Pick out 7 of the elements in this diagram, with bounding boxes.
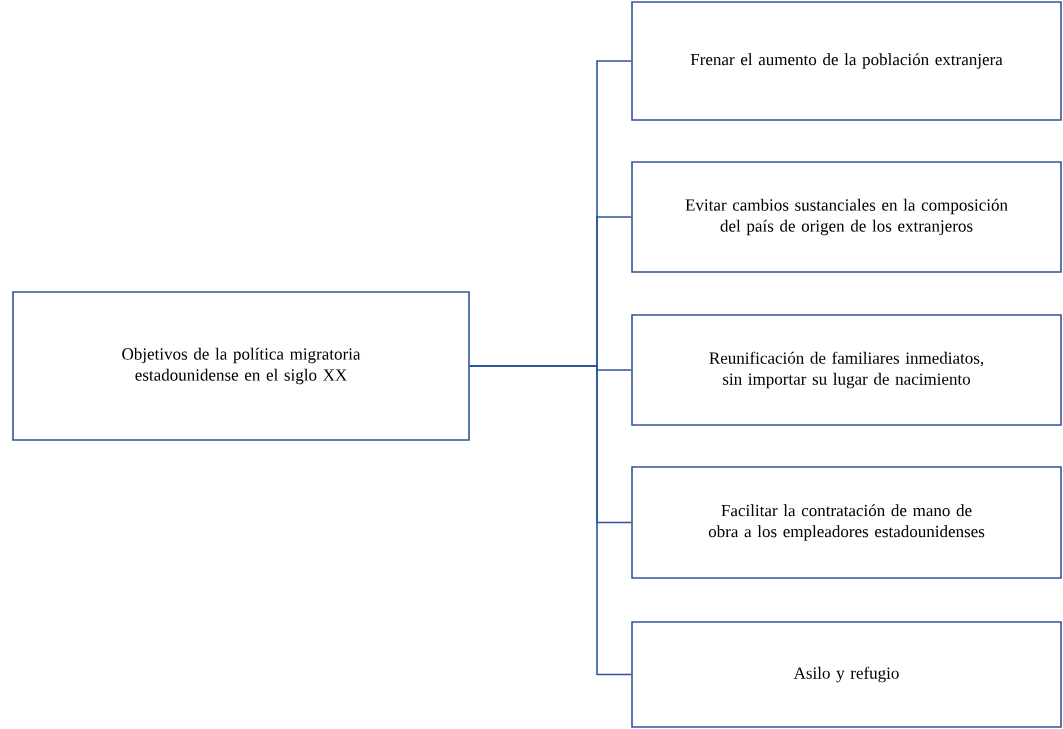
text-box: Objetivos de la política migratoria estadounidense en el siglo XX [12,291,470,441]
connector-line [469,365,632,676]
text-box: Reunificación de familiares inmediatos, sin importar su lugar de nacimiento [631,314,1062,426]
text-box: Facilitar la contratación de mano de obra a los empleadores estadounidenses [631,466,1062,579]
text-box: Asilo y refugio [631,621,1062,728]
text-box: Evitar cambios sustanciales en la composición del país de origen de los extranjeros [631,161,1062,273]
text-box: Frenar el aumento de la población extranjera [631,1,1062,121]
